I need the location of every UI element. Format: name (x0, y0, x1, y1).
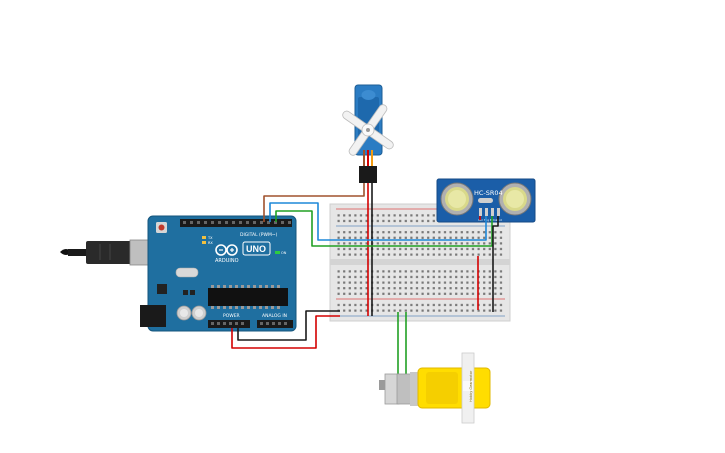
sensor-pin-label-echo: Echo (490, 218, 497, 222)
sensor-model-text: HC-SR04 (474, 189, 503, 197)
arduino-model-text: UNO (246, 244, 266, 254)
bottom-terminal-holes (337, 267, 503, 296)
arduino-logo-icon (215, 244, 238, 256)
wires (231, 183, 499, 376)
arduino-uno-board[interactable]: DIGITAL (PWM~) TX RX ARDUINO UNO ON (140, 215, 297, 332)
wire-blue-sensor-trig[interactable] (269, 202, 487, 241)
sensor-pin-label-gnd: Gnd (496, 218, 502, 222)
bottom-power-rail-holes (337, 302, 503, 314)
breadboard[interactable] (329, 203, 511, 322)
power-label: POWER (223, 313, 240, 319)
tx-label: TX (207, 236, 213, 240)
wire-brown-servo-signal[interactable] (263, 183, 365, 222)
usb-chip (157, 284, 167, 294)
digital-header (180, 219, 292, 227)
arduino-logo-text: ARDUINO (215, 258, 239, 264)
wire-green-sensor-echo[interactable] (275, 210, 493, 247)
wire-black-arduino-gnd[interactable] (237, 310, 340, 341)
servo-motor[interactable] (341, 84, 395, 183)
motor-label-text: Hobby Gearmotor (469, 370, 473, 402)
servo-horn (342, 104, 394, 156)
digital-label: DIGITAL (PWM~) (240, 232, 278, 238)
ultrasonic-sensor[interactable]: HC-SR04 Vcc Trig Echo Gnd (436, 178, 536, 223)
on-label: ON (281, 251, 287, 255)
power-jack (140, 305, 166, 327)
rx-label: RX (208, 241, 213, 245)
digital-header-pins (183, 221, 291, 224)
atmega-chip (208, 288, 288, 306)
analog-label: ANALOG IN (262, 313, 287, 319)
servo-connector (359, 166, 377, 183)
wire-red-arduino-5v[interactable] (231, 315, 340, 349)
crystal (175, 267, 199, 278)
dc-gear-motor[interactable]: Hobby Gearmotor (379, 352, 491, 424)
wire-black-sensor-gnd[interactable] (492, 216, 499, 312)
top-terminal-holes (337, 231, 503, 258)
